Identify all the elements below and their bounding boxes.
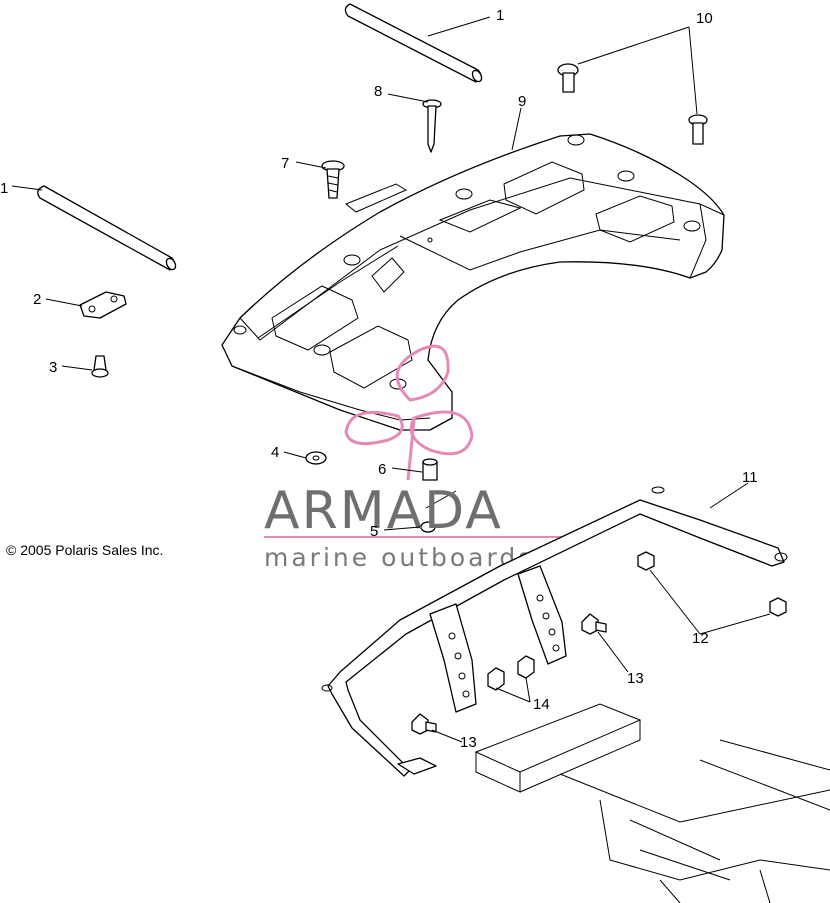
copyright-text: © 2005 Polaris Sales Inc. [6, 542, 163, 558]
rod-upper [344, 3, 483, 83]
callout-3: 3 [49, 359, 57, 376]
frame [474, 703, 830, 903]
callout-13-right: 13 [627, 670, 644, 687]
bumper-bar [321, 486, 788, 777]
armada-tagline-text: marine outboards [264, 543, 534, 572]
callout-9: 9 [518, 93, 526, 110]
armada-brand-text: ARMADA [264, 481, 503, 541]
callout-6: 6 [378, 461, 386, 478]
nut-part-14b [517, 655, 535, 679]
callout-2: 2 [33, 291, 41, 308]
nut-part-12a [637, 551, 655, 571]
callouts: 1 1 2 3 4 5 6 7 8 9 10 11 12 13 13 14 [0, 7, 758, 751]
pin-part-10a [557, 63, 579, 93]
rod-left [37, 185, 177, 271]
nut-part-14a [487, 667, 505, 691]
clip-part [420, 490, 457, 533]
callout-1-left: 1 [0, 180, 8, 197]
leader-lines [11, 16, 771, 743]
callout-1-upper: 1 [496, 7, 504, 24]
armada-watermark: ARMADA marine outboards [264, 344, 564, 572]
callout-11: 11 [742, 469, 758, 486]
spacer-part [422, 458, 438, 481]
callout-4: 4 [271, 444, 279, 461]
armada-divider [264, 536, 564, 538]
bracket-part [79, 291, 127, 319]
callout-8: 8 [374, 83, 382, 100]
callout-14: 14 [533, 696, 550, 713]
callout-13-left: 13 [460, 734, 477, 751]
callout-10: 10 [696, 10, 713, 27]
callout-7: 7 [281, 155, 289, 172]
rear-rack [221, 133, 725, 431]
nut-part-12b [769, 597, 787, 617]
armada-logo-icon [344, 344, 474, 481]
screw-part-7 [321, 160, 345, 199]
pin-part-10b [688, 114, 708, 145]
callout-5: 5 [370, 523, 378, 540]
bolt-part-8 [422, 99, 442, 153]
washer-part [305, 451, 327, 465]
bolt-part-13a [581, 613, 607, 635]
rivet-part [91, 355, 109, 378]
callout-12: 12 [692, 630, 709, 647]
bolt-part-13b [411, 713, 437, 735]
